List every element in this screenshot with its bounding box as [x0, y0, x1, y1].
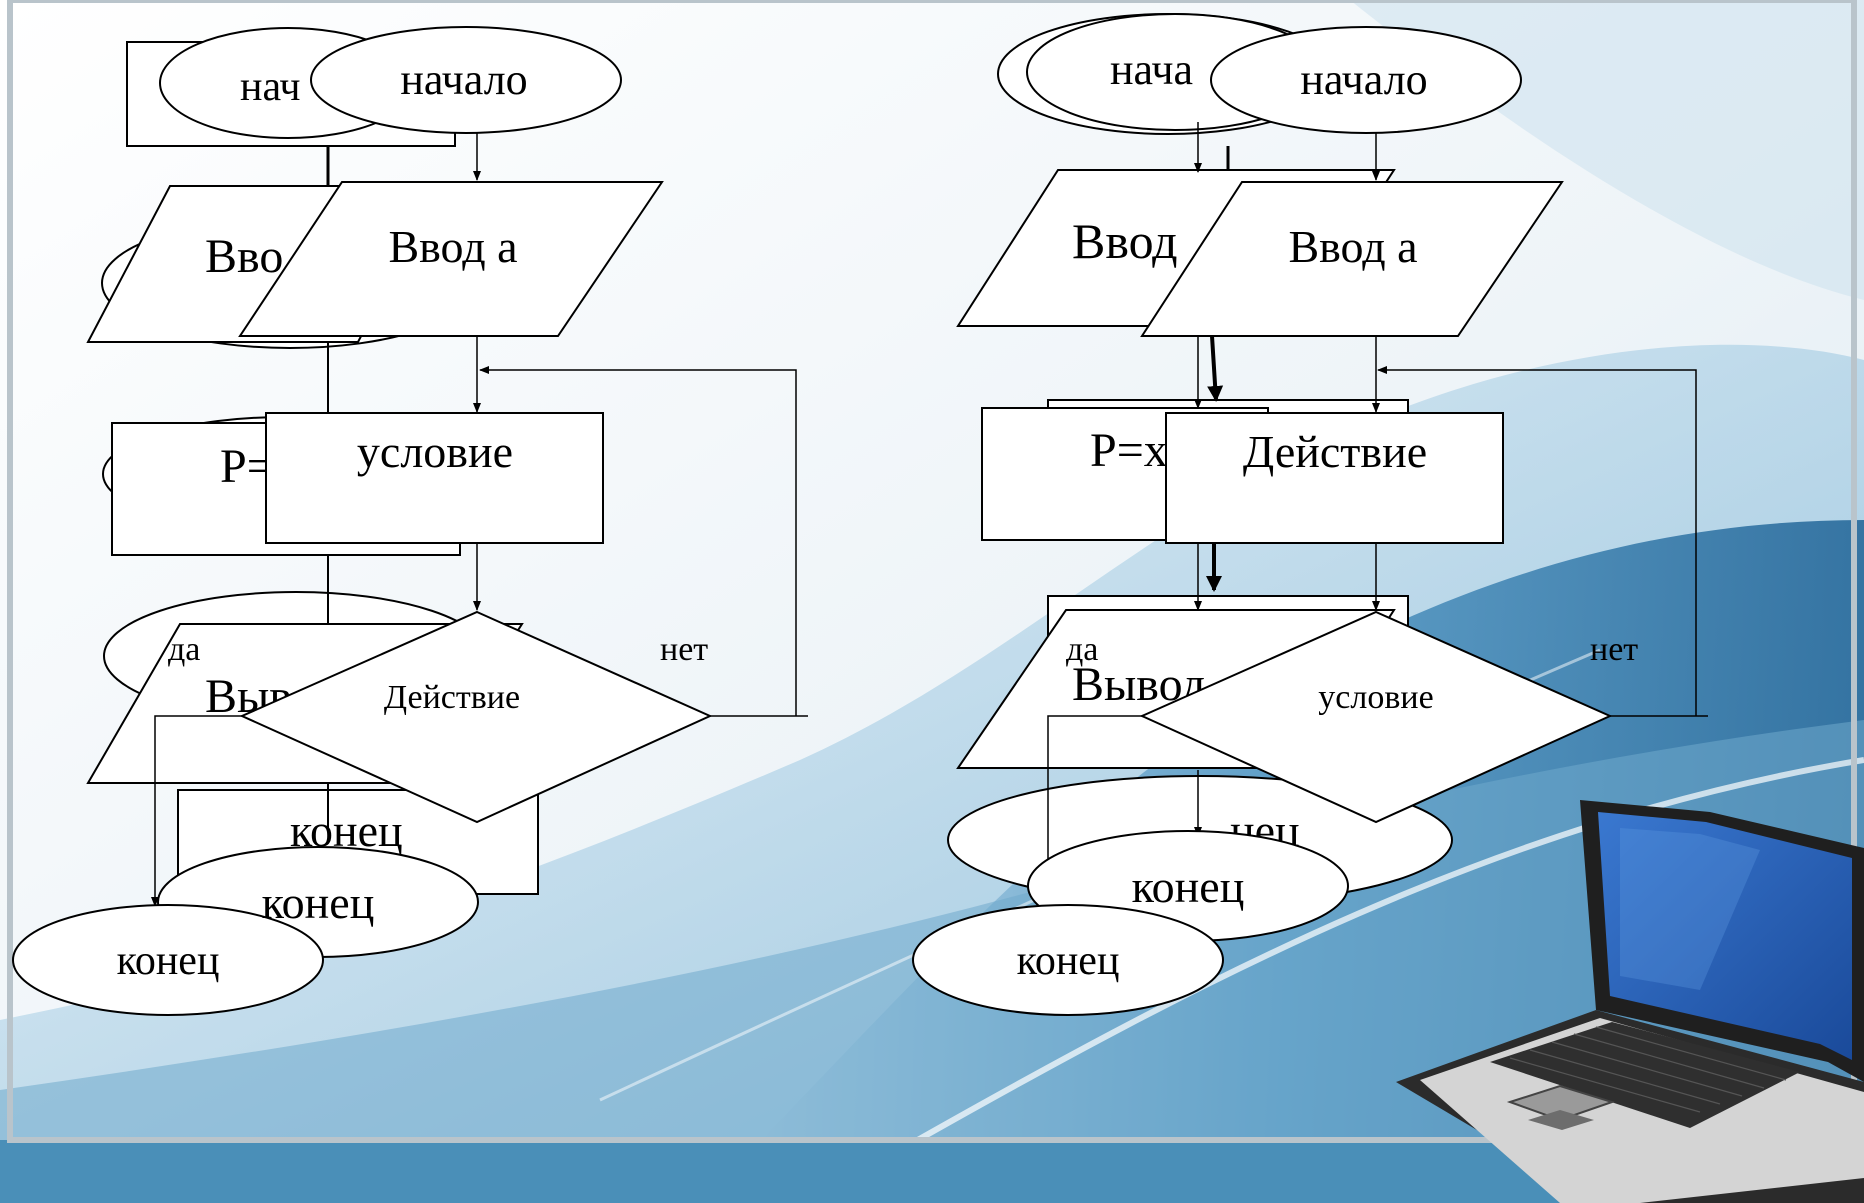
left-start-label: начало — [400, 55, 527, 104]
right-end-label-2: конец — [1132, 861, 1245, 912]
left-decision-diamond — [239, 610, 713, 824]
left-flowchart: нач Вво P= Выв конец начало Ввод а услов… — [12, 26, 808, 1016]
left-start-terminator — [310, 26, 622, 134]
left-input-label: Ввод а — [388, 221, 517, 272]
right-ghost-process-label: P=x — [1090, 424, 1168, 477]
right-flowchart: нача Ввод P=x Вывод нец начало Ввод а Де… — [912, 13, 1708, 1016]
right-start-terminator — [1210, 26, 1522, 134]
left-process-box — [265, 412, 604, 544]
right-ghost-input-label: Ввод — [1072, 213, 1178, 269]
left-ghost-input-label: Вво — [205, 230, 283, 283]
right-input-label: Ввод а — [1288, 221, 1417, 272]
right-process-label: Действие — [1243, 426, 1427, 477]
right-end-label-1: конец — [1017, 938, 1120, 984]
right-yes-label: да — [1066, 631, 1098, 668]
laptop-icon — [1396, 800, 1864, 1203]
right-arrow-no-loop — [1377, 366, 1708, 717]
right-decision-label: условие — [1318, 679, 1433, 716]
right-process-box — [1165, 412, 1504, 544]
right-input-parallelogram — [1140, 181, 1564, 337]
left-end-terminator-1 — [12, 904, 324, 1016]
left-labels: начало Ввод а условие Действие да нет ко… — [117, 55, 709, 984]
slide-frame — [7, 0, 1857, 1143]
left-input-parallelogram — [238, 181, 664, 337]
right-labels: начало Ввод а Действие условие да нет ко… — [1017, 55, 1639, 984]
left-process-label: условие — [357, 426, 513, 477]
right-start-label: начало — [1300, 55, 1427, 104]
left-ghost-start-label: нач — [240, 64, 301, 110]
left-no-label: нет — [660, 631, 708, 668]
left-arrow-no-loop — [479, 366, 808, 717]
right-ghost-labels: нача Ввод P=x Вывод нец — [1072, 45, 1300, 856]
right-decision-diamond — [1139, 610, 1613, 824]
left-ghost-process-label: P= — [220, 440, 274, 493]
right-ghost-start-label: нача — [1110, 45, 1193, 94]
left-end-label-2: конец — [262, 877, 375, 928]
right-no-label: нет — [1590, 631, 1638, 668]
right-ghost-arrow-2 — [1207, 335, 1224, 402]
left-yes-label: да — [168, 631, 200, 668]
left-decision-label: Действие — [384, 679, 520, 716]
left-arrow-yes-to-end — [151, 715, 250, 907]
left-end-label-1: конец — [117, 938, 220, 984]
right-arrow-yes-to-end — [1044, 715, 1148, 913]
right-end-terminator-1 — [912, 904, 1224, 1016]
